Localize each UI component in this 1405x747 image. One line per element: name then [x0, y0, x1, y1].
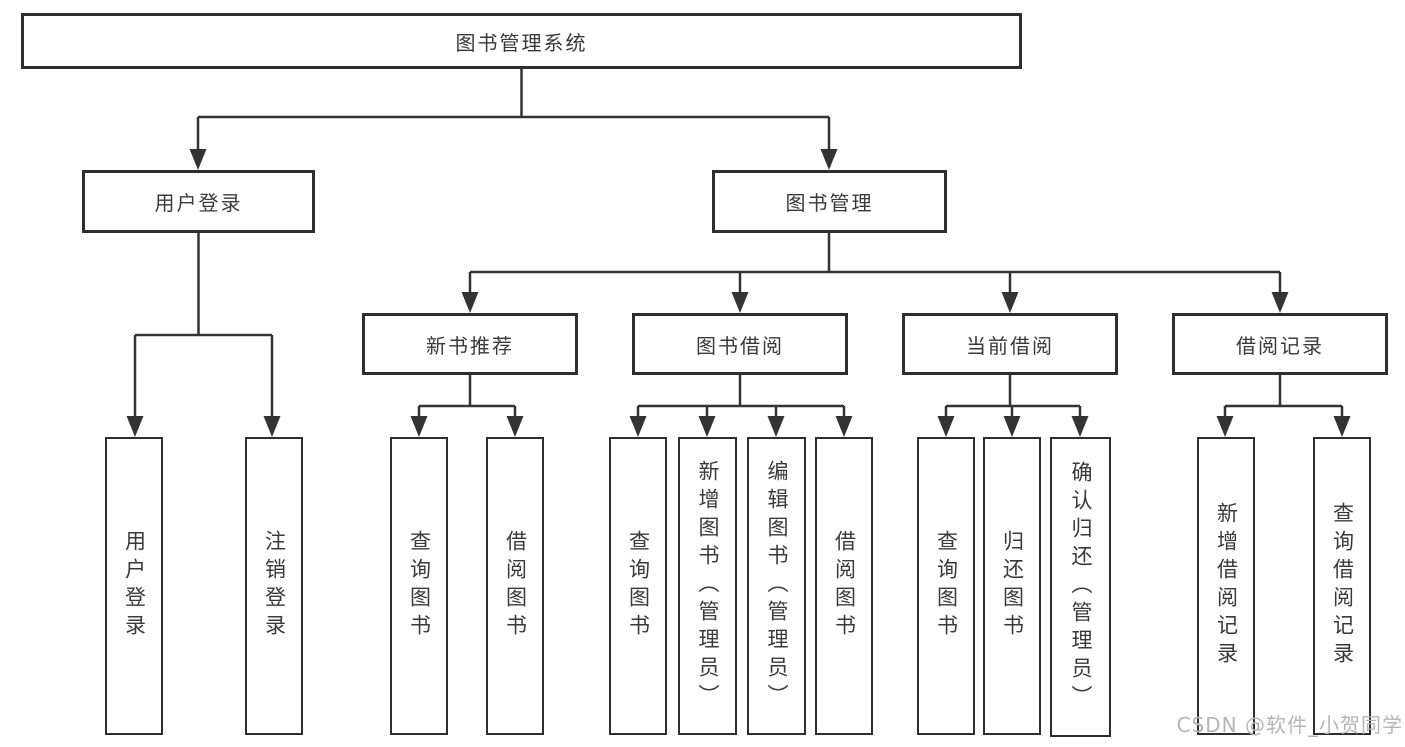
- leaf-logout: 注销登录: [245, 437, 303, 735]
- node-label: 图书借阅: [696, 333, 784, 358]
- node-label: 图书管理: [785, 191, 874, 215]
- node-label: 新书推荐: [426, 333, 514, 358]
- node-label: 借阅记录: [1236, 333, 1324, 358]
- node-label: 编辑图书（管理员）: [765, 460, 789, 712]
- leaf-recommend-borrow-books: 借阅图书: [486, 437, 544, 735]
- node-label: 借阅图书: [832, 530, 857, 642]
- node-root: 图书管理系统: [21, 13, 1022, 69]
- node-label: 借阅图书: [503, 530, 528, 642]
- node-label: 图书管理系统: [455, 30, 588, 55]
- node-borrow-records: 借阅记录: [1172, 313, 1388, 375]
- node-label: 新增借阅记录: [1214, 502, 1239, 670]
- leaf-return-books: 归还图书: [983, 437, 1041, 735]
- node-label: 当前借阅: [966, 333, 1054, 358]
- leaf-user-login: 用户登录: [105, 437, 163, 735]
- node-label: 归还图书: [1000, 530, 1025, 642]
- node-label: 注销登录: [262, 530, 287, 642]
- node-label: 查询借阅记录: [1330, 502, 1355, 670]
- leaf-add-books-admin: 新增图书（管理员）: [678, 437, 737, 735]
- connector-stems: [133, 69, 1344, 425]
- leaf-recommend-query-books: 查询图书: [390, 437, 448, 735]
- leaf-current-query-books: 查询图书: [917, 437, 975, 735]
- node-current-borrow: 当前借阅: [902, 313, 1118, 375]
- node-label: 新增图书（管理员）: [696, 460, 720, 712]
- node-label: 查询图书: [407, 530, 432, 642]
- leaf-borrow-query-books: 查询图书: [609, 437, 667, 735]
- leaf-add-borrow-record: 新增借阅记录: [1197, 437, 1255, 735]
- node-label: 确认归还（管理员）: [1069, 461, 1093, 713]
- watermark-text: CSDN @软件_小贺同学: [1176, 713, 1403, 737]
- node-label: 用户登录: [122, 530, 147, 642]
- leaf-edit-books-admin: 编辑图书（管理员）: [747, 437, 806, 735]
- arrowheads: [126, 149, 1351, 437]
- node-user-login: 用户登录: [82, 170, 315, 233]
- node-new-book-recommend: 新书推荐: [362, 313, 578, 375]
- node-book-borrow: 图书借阅: [632, 313, 848, 375]
- node-label: 用户登录: [154, 191, 243, 215]
- node-label: 查询图书: [934, 530, 959, 642]
- node-label: 查询图书: [626, 530, 651, 642]
- node-book-management: 图书管理: [712, 170, 947, 233]
- leaf-confirm-return-admin: 确认归还（管理员）: [1050, 437, 1111, 737]
- leaf-borrow-books: 借阅图书: [815, 437, 873, 735]
- leaf-query-borrow-record: 查询借阅记录: [1313, 437, 1371, 735]
